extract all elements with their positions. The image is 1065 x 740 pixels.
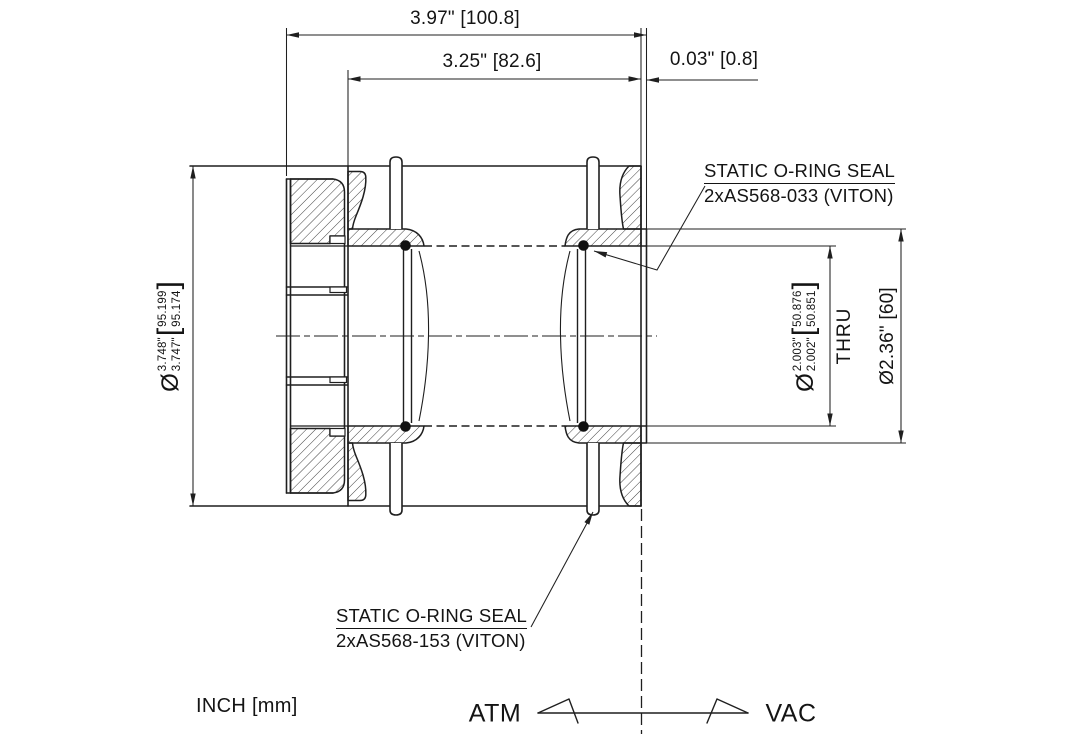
block-notch-top bbox=[329, 235, 346, 245]
collar-block-bottom bbox=[289, 427, 346, 494]
oring-033-top-right bbox=[578, 240, 589, 251]
bore-inch-lower: 2.002" bbox=[806, 337, 818, 372]
dim-lip-offset: 0.03" [0.8] bbox=[669, 49, 759, 70]
slot-tab-top bbox=[329, 286, 348, 294]
bracket: ] bbox=[152, 281, 185, 290]
bracket: [ bbox=[152, 327, 185, 337]
od-oring-bulges bbox=[389, 156, 600, 516]
od-mm-lower: 95.174 bbox=[171, 290, 183, 327]
collar-shoulder-edges bbox=[289, 245, 349, 427]
oring-033-bottom-right bbox=[578, 421, 589, 432]
od-inch-upper: 3.748" bbox=[157, 337, 170, 372]
bore-inch-upper: 2.003" bbox=[792, 337, 805, 372]
thru-note: THRU bbox=[834, 307, 855, 365]
gland-shelf-bottom-right bbox=[564, 425, 642, 444]
bracket: ] bbox=[787, 281, 820, 290]
dim-pilot-diameter: Ø2.36" [60] bbox=[877, 287, 898, 385]
slot-tab-bottom bbox=[329, 376, 348, 384]
leader-arrow-top bbox=[594, 251, 608, 258]
callout-part-number: 2xAS568-153 (VITON) bbox=[336, 630, 526, 652]
extension-lines-top bbox=[285, 28, 648, 229]
oring-153-bulge-top-right bbox=[586, 156, 600, 229]
body-web-top-left bbox=[347, 170, 367, 230]
gland-shelf-bottom-left bbox=[347, 425, 425, 444]
body-block-bottom-right bbox=[619, 442, 642, 507]
od-mm-upper: 95.199 bbox=[157, 290, 170, 327]
bore-mm-upper: 50.876 bbox=[792, 290, 805, 327]
leader-oring-bottom bbox=[530, 511, 594, 628]
body-block-top-right bbox=[619, 165, 642, 230]
bore-mm-lower: 50.851 bbox=[806, 290, 818, 327]
leader-oring-top bbox=[593, 185, 706, 271]
oring-033-top-left bbox=[400, 240, 411, 251]
dim-bore-diameter: Ø 2.003" 2.002" [ 50.876 50.851 ] bbox=[787, 280, 823, 392]
oring-153-bulge-top-left bbox=[389, 156, 403, 229]
callout-title: STATIC O-RING SEAL bbox=[336, 604, 528, 630]
dim-overall-length: 3.97" [100.8] bbox=[410, 8, 520, 29]
callout-part-number: 2xAS568-033 (VITON) bbox=[704, 185, 894, 207]
oring-153-bulge-bottom-left bbox=[389, 443, 403, 516]
dim-body-length: 3.25" [82.6] bbox=[442, 51, 542, 72]
extension-lines-pilot bbox=[647, 228, 906, 444]
atm-arrow-icon bbox=[537, 698, 579, 724]
od-inch-lower: 3.747" bbox=[171, 337, 183, 372]
callout-oring-seal-bottom: STATIC O-RING SEAL 2xAS568-153 (VITON) bbox=[336, 604, 528, 652]
gland-shelf-top-left bbox=[347, 228, 425, 247]
bore-orings bbox=[400, 240, 589, 432]
reference-lines bbox=[276, 245, 657, 734]
units-note: INCH [mm] bbox=[196, 695, 298, 717]
dimension-arrowheads bbox=[190, 32, 904, 525]
dimension-lines bbox=[192, 28, 906, 628]
bracket: [ bbox=[787, 327, 820, 337]
flow-direction-symbols bbox=[537, 698, 749, 724]
collar-details bbox=[329, 235, 348, 437]
vac-arrow-icon bbox=[706, 698, 749, 724]
diameter-symbol: Ø bbox=[157, 373, 184, 392]
collar-top-bottom-edges bbox=[285, 178, 334, 494]
collar-block-top bbox=[289, 178, 346, 245]
oring-033-bottom-left bbox=[400, 421, 411, 432]
callout-oring-seal-top: STATIC O-RING SEAL 2xAS568-033 (VITON) bbox=[704, 159, 896, 207]
block-notch-bottom bbox=[329, 427, 346, 437]
vac-side-label: VAC bbox=[765, 699, 817, 728]
leader-arrow-bottom bbox=[584, 512, 593, 525]
gland-shelf-top-right bbox=[564, 228, 642, 247]
atm-side-label: ATM bbox=[468, 699, 522, 728]
body-web-bottom-left bbox=[347, 442, 367, 502]
oring-153-bulge-bottom-right bbox=[586, 443, 600, 516]
dim-outer-diameter: Ø 3.748" 3.747" [ 95.199 95.174 ] bbox=[152, 280, 188, 392]
callout-title: STATIC O-RING SEAL bbox=[704, 159, 896, 185]
diameter-symbol: Ø bbox=[792, 373, 819, 392]
extension-lines-bore bbox=[647, 245, 836, 427]
